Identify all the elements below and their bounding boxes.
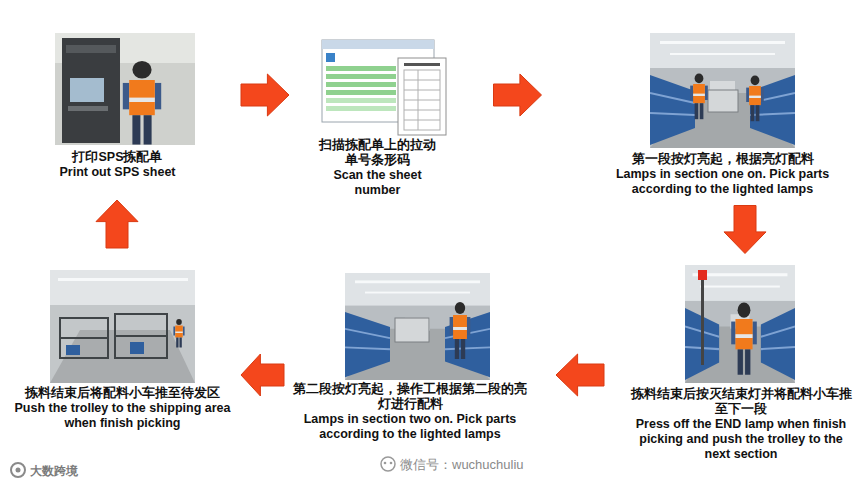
flow-arrow (241, 74, 289, 116)
step-box: 第一段按灯亮起，根据亮灯配料Lamps in section one on. P… (595, 32, 850, 197)
lamp-pole (701, 275, 704, 365)
brand-logo (11, 463, 25, 477)
table-row (326, 98, 396, 103)
worker (123, 61, 161, 145)
trolley-frame (115, 314, 167, 358)
table-row (326, 90, 396, 95)
ceiling-light (58, 278, 188, 281)
end-lamp (698, 270, 707, 280)
photo-background (50, 270, 195, 383)
sheet-line (404, 80, 440, 81)
table-row (326, 66, 396, 71)
step-caption-zh: 拣料结束后将配料小车推至待发区 (10, 386, 235, 401)
step-caption-en: Push the trolley to the shipping area wh… (10, 401, 235, 431)
wechat-icon (381, 457, 395, 471)
flow-arrow (96, 200, 138, 248)
photo-screenshot (322, 40, 446, 135)
picking-sheet (398, 58, 446, 135)
step-box: 第二段按灯亮起，操作工根据第二段的亮灯进行配料Lamps in section … (290, 272, 530, 442)
terminal-cabinet (62, 38, 120, 143)
warehouse-aisle (650, 33, 795, 148)
trolley-frame (60, 318, 108, 358)
trolley (395, 318, 429, 342)
step-caption-zh: 第一段按灯亮起，根据亮灯配料 (595, 152, 850, 167)
step-caption-zh: 打印SPS拣配单 (20, 150, 215, 165)
worker (746, 76, 764, 122)
step-caption-en: Press off the END lamp when finish picki… (630, 417, 852, 462)
step-caption-en: Lamps in section two on. Pick parts acco… (290, 412, 530, 442)
trolley-shelf (115, 335, 167, 337)
step-caption-en: Print out SPS sheet (20, 165, 215, 180)
step-box: 拣料结束后将配料小车推至待发区Push the trolley to the s… (10, 268, 235, 431)
sheet-line (404, 90, 440, 91)
terminal-screen (70, 78, 104, 102)
sheet-line (404, 100, 440, 101)
photo-print-terminal (55, 33, 195, 145)
step-caption-en: Lamps in section one on. Pick parts acco… (595, 167, 850, 197)
table-row (326, 106, 396, 111)
step-caption-zh: 第二段按灯亮起，操作工根据第二段的亮灯进行配料 (290, 382, 530, 412)
photo-section-two (345, 273, 490, 380)
brand-logo-dot (16, 468, 21, 473)
printer-slot (66, 45, 116, 53)
sheet-line (404, 120, 440, 121)
wechat-icon-eye (384, 462, 387, 465)
flow-arrow (724, 206, 766, 254)
title-bar (322, 40, 434, 49)
table-row (326, 82, 396, 87)
keyboard (68, 106, 108, 111)
photo-background (55, 33, 195, 145)
step-caption-zh: 拣料结束后按灭结束灯并将配料小车推至下一段 (630, 387, 852, 417)
worker (731, 303, 757, 375)
step-box: 扫描拣配单上的拉动单号条形码Scan the sheet number (315, 38, 440, 198)
sheet-line (418, 70, 419, 130)
part-bin (66, 345, 80, 355)
ceiling (50, 270, 195, 305)
worker (450, 302, 471, 359)
part-bin (130, 342, 144, 354)
step-box: 拣料结束后按灭结束灯并将配料小车推至下一段Press off the END l… (630, 262, 852, 462)
step-caption-en: Scan the sheet number (315, 168, 440, 198)
wechat-icon-eye (390, 462, 393, 465)
watermark: 微信号：wuchuchuliu (400, 456, 524, 474)
worker (173, 319, 184, 348)
sheet-line (404, 110, 440, 111)
table-row (326, 74, 396, 79)
photo-end-lamp (685, 265, 795, 383)
watermark: 大数跨境 (30, 463, 78, 480)
flow-arrow (556, 354, 604, 396)
photo-shipping-area (50, 270, 195, 383)
sheet-table (404, 70, 440, 130)
step-caption-zh: 扫描拣配单上的拉动单号条形码 (315, 138, 440, 168)
trolley-shelf (60, 337, 108, 339)
trolley (708, 90, 738, 112)
flow-arrow (241, 354, 284, 396)
sheet-heading (404, 63, 440, 66)
warehouse-aisle (345, 273, 490, 380)
photo-section-one (650, 33, 795, 148)
step-box: 打印SPS拣配单Print out SPS sheet (20, 32, 215, 180)
flow-arrow (494, 74, 542, 116)
floor (50, 330, 195, 383)
worker (690, 74, 708, 120)
app-icon (326, 53, 335, 62)
warehouse-aisle (685, 265, 795, 383)
